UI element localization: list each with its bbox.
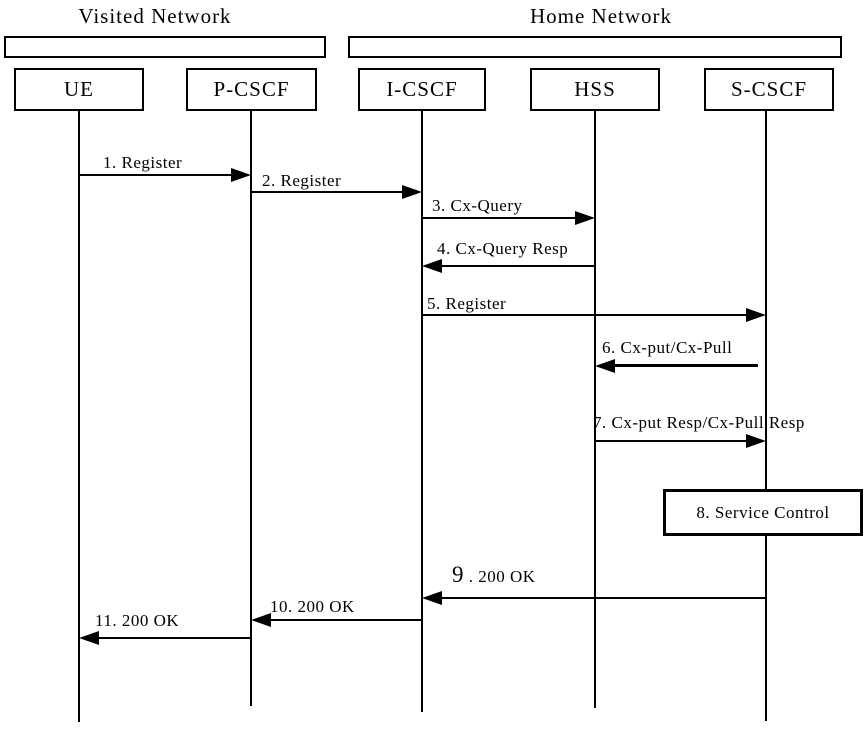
actor-label-p-cscf: P-CSCF: [213, 77, 290, 101]
message-11-arrowhead-icon: [79, 631, 99, 645]
message-4-arrowhead-icon: [422, 259, 442, 273]
message-4-label: 4. Cx-Query Resp: [437, 239, 568, 259]
actor-label-ue: UE: [64, 77, 94, 101]
message-6-label-part: 6. Cx-put/Cx-Pull: [602, 338, 733, 357]
lifeline-ue: [78, 111, 80, 722]
actor-box-s-cscf: S-CSCF: [704, 68, 834, 111]
message-4-label-part: 4. Cx-Query Resp: [437, 239, 569, 258]
visited-network-bar: [4, 36, 326, 58]
message-3-line: [422, 217, 579, 219]
message-7-label: 7. Cx-put Resp/Cx-Pull Resp: [593, 413, 805, 433]
message-7-line: [595, 440, 750, 442]
message-3-label-part: 3. Cx-Query: [432, 196, 523, 215]
message-5-line: [422, 314, 750, 316]
message-2-line: [251, 191, 406, 193]
actor-box-p-cscf: P-CSCF: [186, 68, 317, 111]
message-4-line: [438, 265, 595, 267]
message-2-arrowhead-icon: [402, 185, 422, 199]
actor-box-ue: UE: [14, 68, 144, 111]
message-6-label: 6. Cx-put/Cx-Pull: [602, 338, 732, 358]
message-10-label: 10. 200 OK: [270, 597, 355, 617]
actor-label-hss: HSS: [574, 77, 616, 101]
actor-box-i-cscf: I-CSCF: [358, 68, 486, 111]
message-2-label-part: 2. Register: [262, 171, 342, 190]
message-1-arrowhead-icon: [231, 168, 251, 182]
home-network-title: Home Network: [529, 4, 673, 28]
message-9-label-part: 9: [452, 562, 464, 587]
message-5-arrowhead-icon: [746, 308, 766, 322]
message-7-arrowhead-icon: [746, 434, 766, 448]
lifeline-hss: [594, 111, 596, 708]
message-9-label-part: . 200 OK: [464, 567, 536, 586]
message-1-label: 1. Register: [103, 153, 182, 173]
service-control-label: 8. Service Control: [696, 502, 830, 522]
message-10-arrowhead-icon: [251, 613, 271, 627]
home-network-bar: [348, 36, 842, 58]
message-10-label-part: 10. 200 OK: [270, 597, 355, 616]
message-3-arrowhead-icon: [575, 211, 595, 225]
message-6-line: [611, 364, 758, 367]
message-11-label-part: 11. 200 OK: [95, 611, 180, 630]
actor-box-hss: HSS: [530, 68, 660, 111]
message-6-arrowhead-icon: [595, 359, 615, 373]
message-9-arrowhead-icon: [422, 591, 442, 605]
message-5-label-part: 5. Register: [427, 294, 507, 313]
message-3-label: 3. Cx-Query: [432, 196, 522, 216]
message-9-line: [438, 597, 766, 599]
service-control-box: 8. Service Control: [663, 489, 863, 536]
message-1-label-part: 1. Register: [103, 153, 183, 172]
message-9-label: 9 . 200 OK: [452, 561, 536, 588]
actor-label-i-cscf: I-CSCF: [386, 77, 458, 101]
visited-network-title: Visited Network: [78, 4, 232, 28]
lifeline-p-cscf: [250, 111, 252, 706]
lifeline-s-cscf: [765, 111, 767, 721]
message-5-label: 5. Register: [427, 294, 506, 314]
message-2-label: 2. Register: [262, 171, 341, 191]
message-10-line: [267, 619, 422, 621]
actor-label-s-cscf: S-CSCF: [730, 77, 808, 101]
lifeline-i-cscf: [421, 111, 423, 712]
message-11-line: [95, 637, 251, 639]
message-1-line: [79, 174, 235, 176]
message-11-label: 11. 200 OK: [95, 611, 179, 631]
message-7-label-part: 7. Cx-put Resp/Cx-Pull Resp: [593, 413, 805, 432]
